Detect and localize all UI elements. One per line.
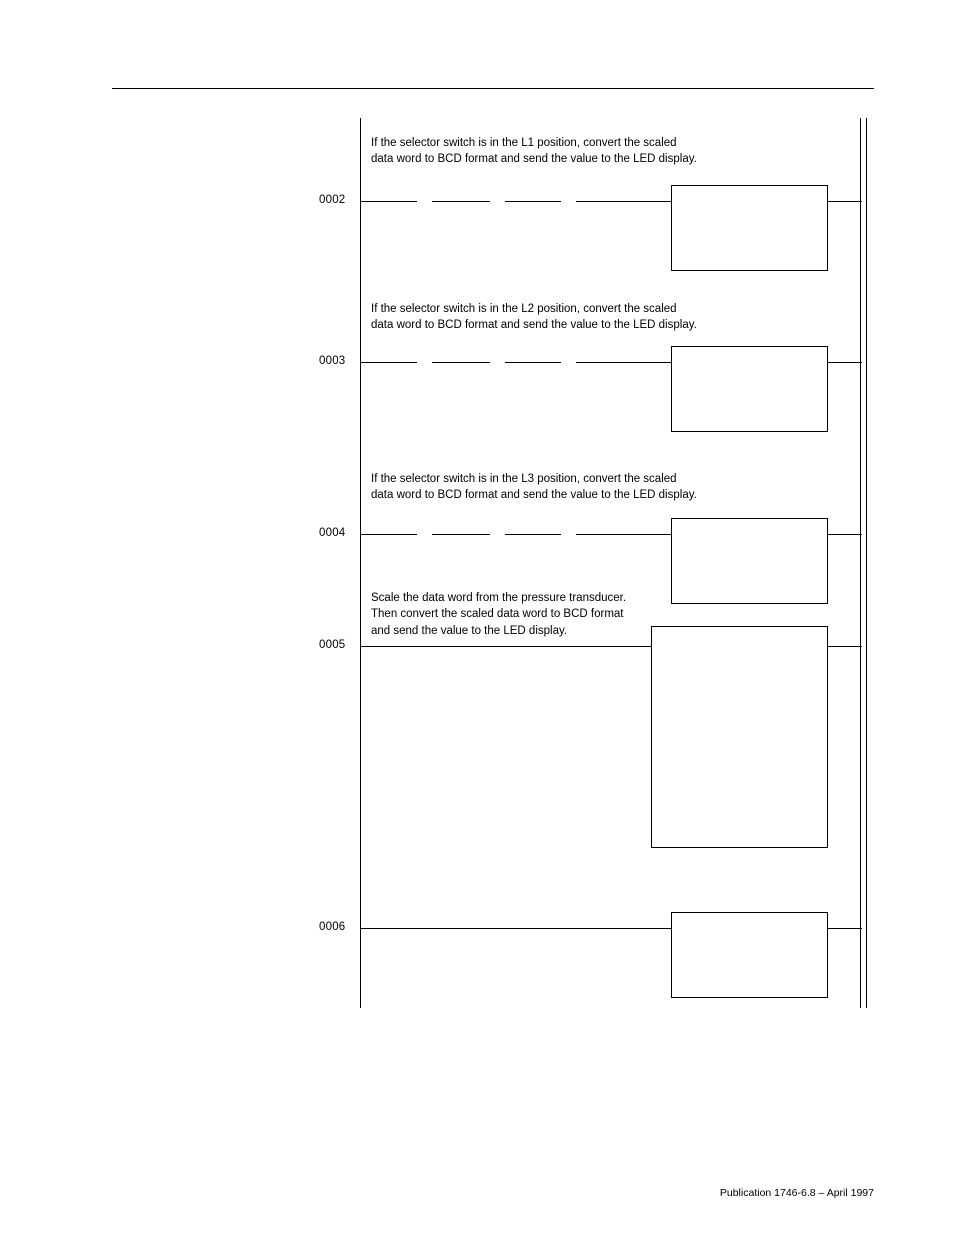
rung-wire: [828, 201, 862, 202]
rung-wire: [432, 534, 490, 535]
rung-comment: If the selector switch is in the L1 posi…: [371, 137, 697, 166]
rung-wire: [432, 362, 490, 363]
rung-wire: [361, 646, 653, 647]
rung-wire: [505, 534, 561, 535]
rung-wire: [828, 362, 862, 363]
rung-comment: If the selector switch is in the L3 posi…: [371, 473, 697, 502]
rung-comment: If the selector switch is in the L2 posi…: [371, 303, 697, 332]
right-power-rail-inner: [866, 118, 867, 1008]
instruction-block: [671, 346, 828, 432]
rung-wire: [361, 928, 672, 929]
header-rule: [112, 88, 874, 89]
rung-number: 0003: [319, 355, 346, 367]
rung-wire: [828, 646, 862, 647]
instruction-block: [671, 912, 828, 998]
instruction-block: [651, 626, 828, 848]
rung-wire: [505, 362, 561, 363]
rung-comment: Scale the data word from the pressure tr…: [371, 592, 627, 637]
rung-wire: [576, 362, 672, 363]
rung-wire: [576, 201, 672, 202]
rung-wire: [828, 534, 862, 535]
rung-wire: [505, 201, 561, 202]
rung-wire: [361, 534, 417, 535]
rung-wire: [361, 201, 417, 202]
rung-number: 0005: [319, 639, 346, 651]
rung-wire: [576, 534, 672, 535]
rung-number: 0006: [319, 921, 346, 933]
rung-number: 0002: [319, 194, 346, 206]
rung-number: 0004: [319, 527, 346, 539]
right-power-rail-outer: [860, 118, 861, 1008]
rung-wire: [828, 928, 862, 929]
instruction-block: [671, 185, 828, 271]
left-power-rail: [360, 118, 361, 1008]
page-footer: Publication 1746-6.8 – April 1997: [719, 1187, 874, 1199]
instruction-block: [671, 518, 828, 604]
rung-wire: [432, 201, 490, 202]
rung-wire: [361, 362, 417, 363]
